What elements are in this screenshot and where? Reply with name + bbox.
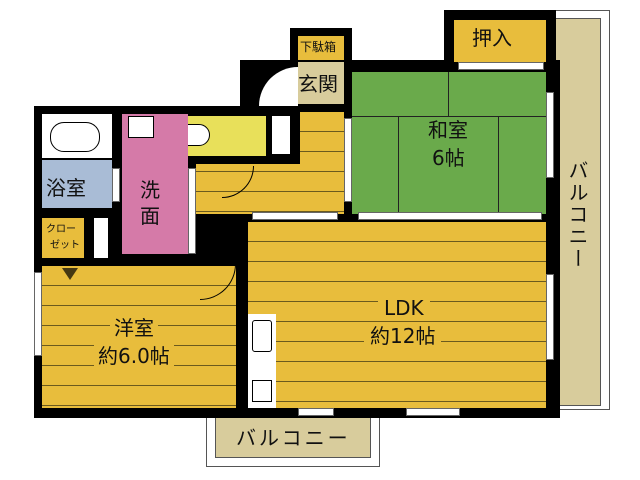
balcony-right-label: バルコニー (565, 160, 589, 270)
yoshitsu-size: 約6.0帖 (94, 344, 174, 368)
washitsu-label: 和室 (428, 118, 468, 142)
tatami-lines (352, 72, 546, 214)
window-yoshitsu-left (34, 272, 42, 356)
sink-icon (128, 116, 154, 138)
yoshitsu-label: 洋室 (110, 316, 158, 340)
storage (272, 116, 290, 154)
stove-icon (252, 380, 272, 402)
window-ldk-bottom (406, 408, 460, 416)
washroom-label-2: 面 (140, 204, 160, 228)
shoe-cabinet-label: 下駄箱 (300, 40, 337, 54)
oshiire-label: 押入 (472, 26, 512, 50)
sliding-door-washroom[interactable] (188, 168, 196, 254)
closet-label-1: クロー (46, 224, 76, 235)
door-ldk-balcony[interactable] (298, 408, 334, 416)
sliding-door-hall-washitsu[interactable] (344, 118, 352, 202)
bathtub-area (42, 114, 112, 158)
sliding-door-oshiire[interactable] (458, 62, 544, 70)
bathroom (42, 160, 112, 208)
genkan (298, 62, 344, 104)
genkan-label: 玄関 (298, 72, 338, 96)
sliding-door-washitsu-ldk[interactable] (358, 212, 542, 220)
sliding-door-bath[interactable] (112, 168, 120, 202)
bathroom-label: 浴室 (46, 176, 86, 200)
ldk-size: 約12帖 (364, 324, 442, 348)
ldk-label: LDK (378, 296, 430, 320)
washitsu-size: 6帖 (432, 146, 465, 170)
bathtub-icon (50, 122, 100, 152)
window-washitsu-right (546, 92, 554, 178)
balcony-bottom-label: バルコニー (236, 426, 351, 450)
shoe-cabinet (298, 36, 344, 60)
closet-door-icon[interactable] (62, 268, 78, 280)
oshiire (454, 20, 546, 62)
washitsu (352, 72, 546, 214)
window-ldk-right (546, 274, 554, 360)
kitchen-sink-icon (252, 320, 272, 352)
sliding-door-ldk-hall[interactable] (252, 212, 338, 220)
storage-2 (94, 218, 108, 258)
washroom-label-1: 洗 (140, 178, 160, 202)
balcony-bottom (215, 412, 371, 458)
closet-label-2: ゼット (50, 240, 80, 251)
closet (42, 218, 84, 258)
